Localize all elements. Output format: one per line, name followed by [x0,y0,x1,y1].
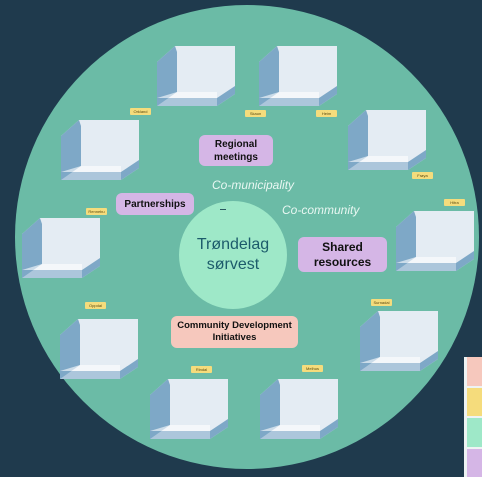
regional-meetings-line1: Regional [214,138,258,150]
municipality-building-icon [260,379,338,439]
center-title-line2: sørvest [206,256,260,273]
municipality-building-icon [22,218,100,278]
municipality-building-icon [60,319,138,379]
municipality-tag: Oppdal [85,302,106,309]
legend-strip [464,357,482,477]
legend-swatch-mint [467,418,482,447]
municipality-tag: Rindal [191,366,212,373]
cdi-line2: Initiatives [212,332,257,343]
co-community-label: Co-community [282,203,360,217]
center-region-circle[interactable]: Trøndelag sørvest [179,201,287,309]
regional-meetings-note[interactable]: Regional meetings [199,135,273,166]
legend-swatch-peach [467,357,482,386]
municipality-tag: Hitra [444,199,465,206]
municipality-tag: Skaun [245,110,266,117]
municipality-tag: Rennebu [86,208,107,215]
municipality-tag: Surnadal [371,299,392,306]
municipality-building-icon [150,379,228,439]
municipality-building-icon [360,311,438,371]
municipality-building-icon [396,211,474,271]
municipality-tag: Heim [316,110,337,117]
legend-swatch-violet [467,448,482,477]
municipality-tag: Melhus [302,365,323,372]
municipality-building-icon [61,120,139,180]
municipality-building-icon [259,46,337,106]
municipality-building-icon [348,110,426,170]
shared-resources-line1: Shared [322,239,363,254]
municipality-tag: Orkland [130,108,151,115]
shared-resources-line2: resources [313,254,372,269]
municipality-tag: Frøya [412,172,433,179]
shared-resources-note[interactable]: Shared resources [298,237,387,272]
partnerships-note[interactable]: Partnerships [116,193,194,215]
legend-swatch-yellow [467,387,482,416]
community-development-note[interactable]: Community Development Initiatives [171,316,298,348]
partnerships-text: Partnerships [124,198,186,210]
center-title-line1: Trøndelag [196,236,270,253]
municipality-building-icon [157,46,235,106]
regional-meetings-line2: meetings [214,151,258,163]
co-municipality-label: Co-municipality [212,178,295,192]
center-dash-mark [220,209,226,210]
cdi-line1: Community Development [177,320,292,331]
